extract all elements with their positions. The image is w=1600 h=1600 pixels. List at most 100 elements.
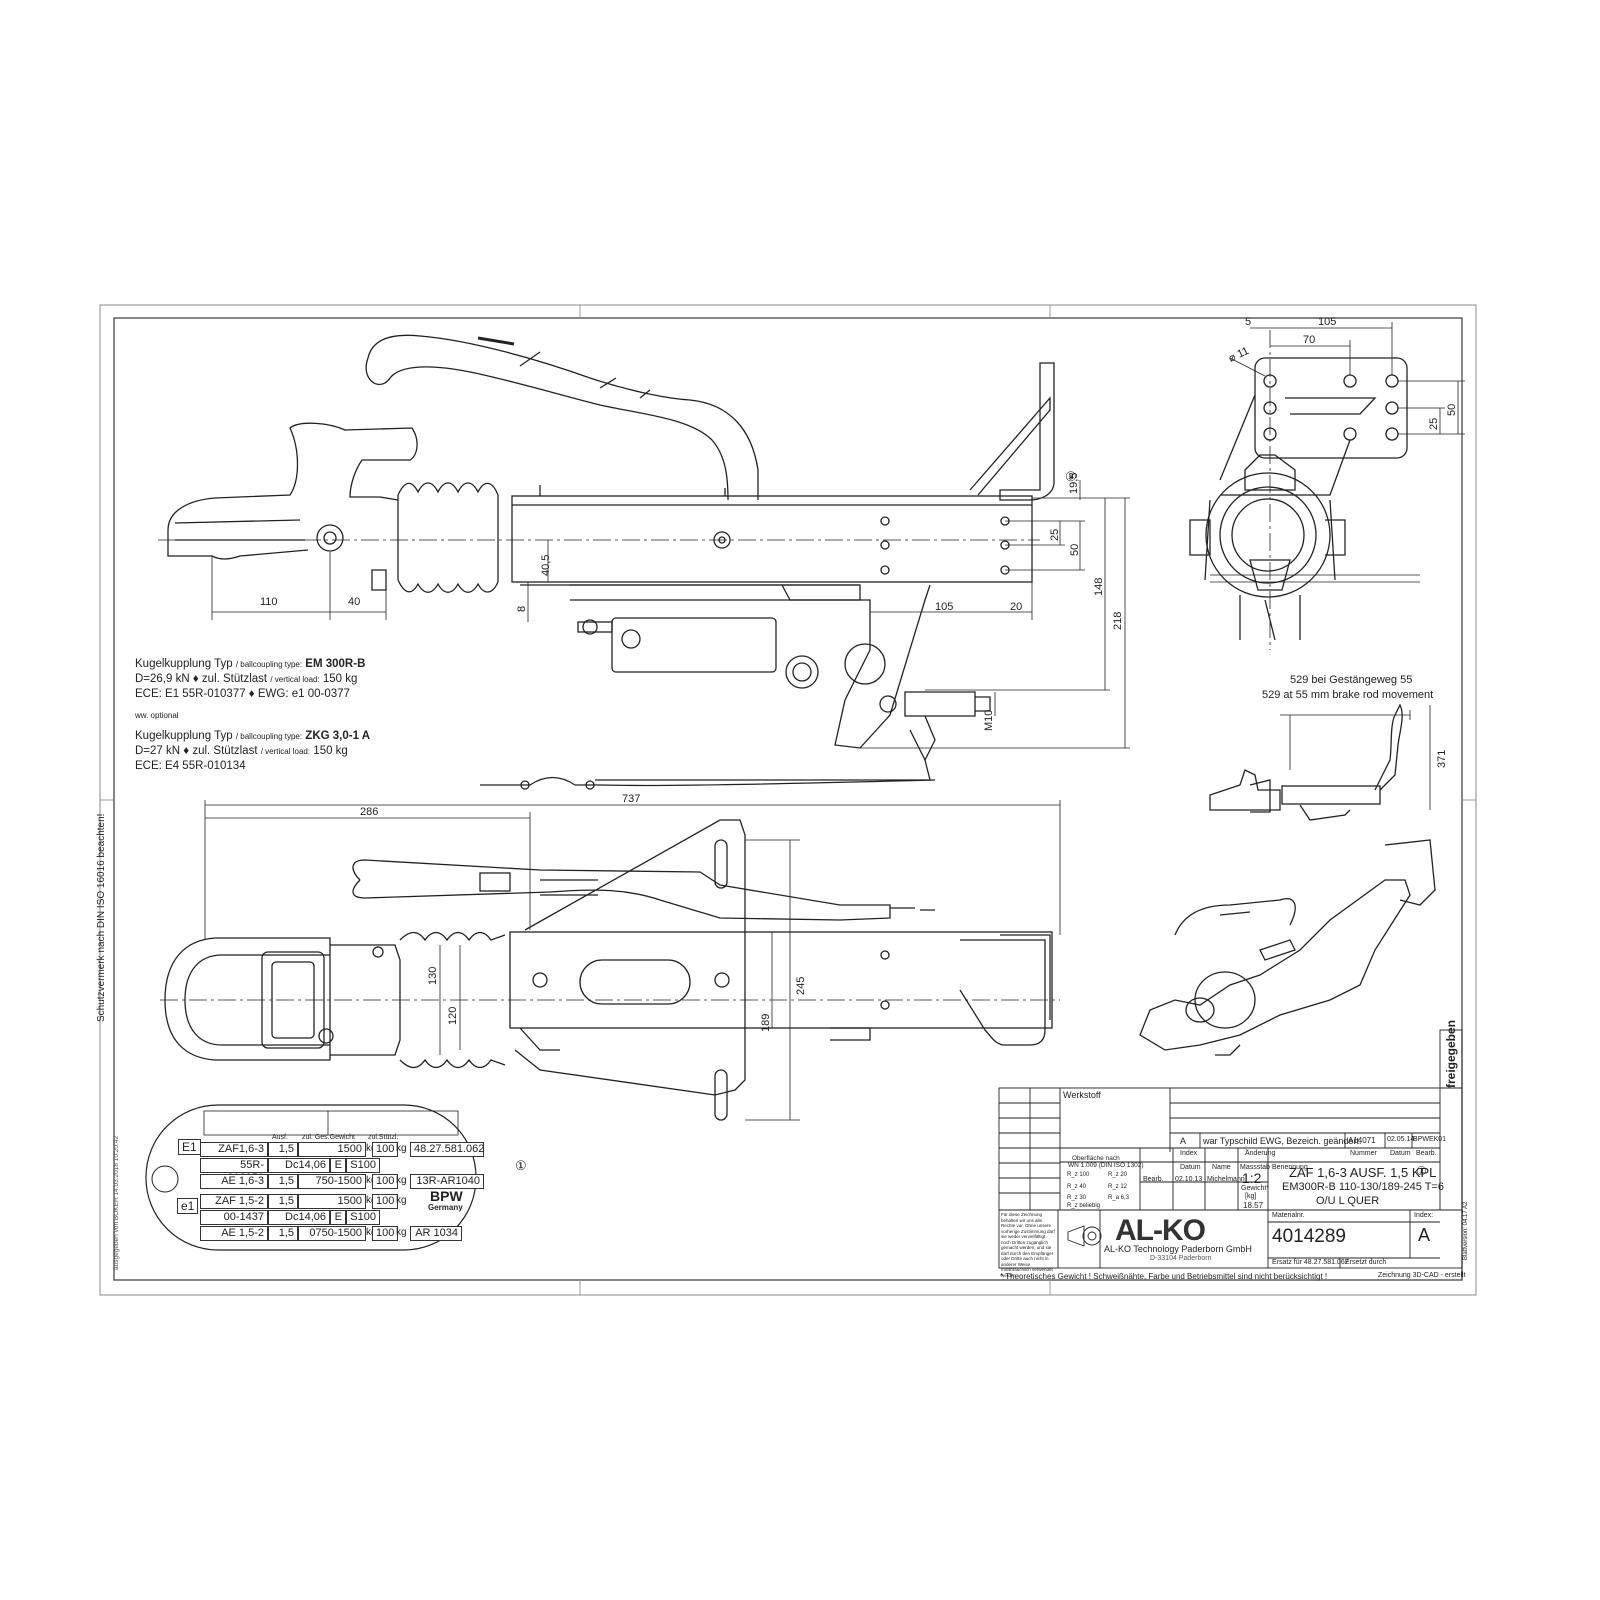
tb-change-index: A [1180,1136,1187,1146]
tb-copyright-note: Für diese Zeichnung behalten wir uns all… [1001,1212,1055,1278]
dim-m10: M10 [983,709,995,731]
dim-50: 50 [1069,543,1081,556]
side-view-dimension-lines [211,480,1130,749]
dim-371: 371 [1436,749,1448,768]
plate-r3-type: AE 1,6-3 [200,1174,268,1189]
plate-r5-s: S100 [346,1210,380,1225]
dim-25-flange: 25 [1428,417,1440,430]
plate-r5-dc: Dc14,06 [268,1210,330,1225]
dim-218: 218 [1112,611,1124,630]
isometric-view [1139,839,1436,1056]
tb-h-scale: Massstab [1240,1164,1270,1171]
tb-r30: R_z 30 [1067,1195,1087,1201]
tb-replaced-by: Ersetzt durch [1345,1259,1387,1266]
tb-weight-label: Gewicht* [1241,1185,1270,1192]
tb-address: D-33104 Paderborn [1150,1255,1212,1262]
tb-r20: R_z 20 [1108,1172,1128,1178]
coupling-load-label-en: / vertical load: [270,675,320,684]
frame-ticks [100,305,1476,1295]
tb-surface: Oberfläche nach [1072,1155,1120,1162]
alt-coupling-load-label: ♦ zul. Stützlast [183,745,258,757]
plate-r2-dc: Dc14,06 [268,1158,330,1173]
tb-bearb-date: 02.10.13 [1175,1176,1203,1183]
tb-company: AL-KO Technology Paderborn GmbH [1104,1244,1252,1254]
plate-r3-kg2: kg [396,1175,407,1186]
alt-coupling-approval: ECE: E4 55R-010134 [135,760,246,772]
plate-r3-load: 100 [372,1174,398,1189]
tb-bearb: Bearb. [1143,1176,1164,1183]
callout-3: ③ [1065,469,1077,484]
tb-h-designation: Benennung [1272,1164,1308,1171]
plate-r1-weight: 1500 [298,1142,366,1157]
tb-index-label: Index: [1414,1212,1434,1219]
tb-designation-1: ZAF 1,6-3 AUSF. 1,5 KPL [1289,1165,1437,1180]
plate-r1-ausf: 1,5 [268,1142,298,1157]
plate-r1-type: ZAF1,6-3 [200,1142,268,1157]
end-elevation-view [1189,322,1465,650]
plate-r4-load: 100 [372,1194,398,1209]
dim-5: 5 [1245,316,1252,328]
plate-e1-lower: e1 [177,1198,199,1214]
dim-130: 130 [427,966,439,985]
dim-286: 286 [360,806,379,818]
plate-r6-kg2: kg [396,1227,407,1238]
issue-stamp: ausgegeben von BOKER 14.03.2018 10:20:42 [113,1135,120,1270]
protection-notice: Schutzvermerk nach DIN ISO 16016 beachte… [96,813,107,1022]
coupling-info: Kugelkupplung Typ / ballcoupling type: E… [135,657,370,774]
plate-r3-number: 13R-AR1040 [410,1174,484,1189]
dim-105: 105 [935,601,954,613]
tb-r63: R_a 6,3 [1108,1195,1130,1201]
brake-note-en: 529 at 55 mm brake rod movement [1262,689,1434,701]
title-block-grid [998,1029,1463,1269]
dim-40: 40 [348,596,361,608]
plate-r6-load: 100 [372,1226,398,1241]
plate-r6-kg1: kg [366,1227,377,1238]
plate-r1-kg2: kg [396,1143,407,1154]
plate-r4-type: ZAF 1,5-2 [200,1194,268,1209]
plate-germany: Germany [428,1203,463,1212]
plate-r6-number: AR 1034 [410,1226,462,1241]
coupling-d-value: D=26,9 kN [135,673,190,685]
plate-r1-load: 100 [372,1142,398,1157]
tb-materialnr: 4014289 [1272,1226,1346,1247]
plate-r2-approval: 55R-012051 [200,1158,268,1184]
tb-r100: R_z 100 [1067,1172,1090,1178]
dim-110: 110 [260,596,278,608]
tb-change-date: 02.05.14 [1387,1136,1415,1143]
plan-view [160,800,1061,1121]
tb-cad-note: Zeichnung 3D-CAD - erstellt [1378,1272,1466,1279]
tb-designation-callout: ① [1416,1164,1427,1178]
tb-theoretical-weight-note: * Theoretisches Gewicht ! Schweißnähte, … [1000,1272,1328,1281]
tb-index: A [1418,1225,1431,1245]
tb-h-date: Datum [1390,1150,1411,1157]
coupling-label: Kugelkupplung Typ [135,658,233,670]
plate-r6-ausf: 1,5 [268,1226,298,1241]
dim-737: 737 [622,793,641,805]
plate-hdr-weight: zul. Ges.Gewicht [302,1134,355,1141]
plate-r2-e: E [330,1158,346,1173]
plate-r4-kg1: kg [366,1195,377,1206]
dim-105-flange: 105 [1318,316,1337,328]
plate-bpw: BPW [430,1188,463,1204]
tb-change-by: BPWEK01 [1413,1136,1447,1143]
tb-surface-std: WN 1.009 (DIN ISO 1302) [1068,1162,1144,1169]
brake-travel-view [1209,703,1431,821]
plate-r4-kg2: kg [396,1195,407,1206]
alt-coupling-type: ZKG 3,0-1 A [305,730,371,742]
tb-sheet-version: Blattversion: 04.17 A2 [1463,1201,1469,1260]
coupling-label-en: / ballcoupling type: [235,660,303,669]
tb-bearb-name: Michelmann [1207,1176,1245,1183]
plate-r2-s: S100 [346,1158,380,1173]
projection-symbol [1067,1225,1102,1247]
tb-h-date2: Datum [1180,1164,1201,1171]
dim-25: 25 [1049,528,1061,541]
alt-coupling-label-en: / ballcoupling type: [235,732,303,741]
tb-materialnr-label: Materialnr. [1272,1212,1305,1219]
brake-note-de: 529 bei Gestängeweg 55 [1290,674,1413,686]
dim-50-flange: 50 [1446,403,1458,416]
tb-r40: R_z 40 [1067,1184,1087,1190]
plate-r3-ausf: 1,5 [268,1174,298,1189]
alt-coupling-d-value: D=27 kN [135,745,181,757]
plate-r3-kg1: kg [366,1175,377,1186]
tb-h-number: Nummer [1350,1150,1377,1157]
